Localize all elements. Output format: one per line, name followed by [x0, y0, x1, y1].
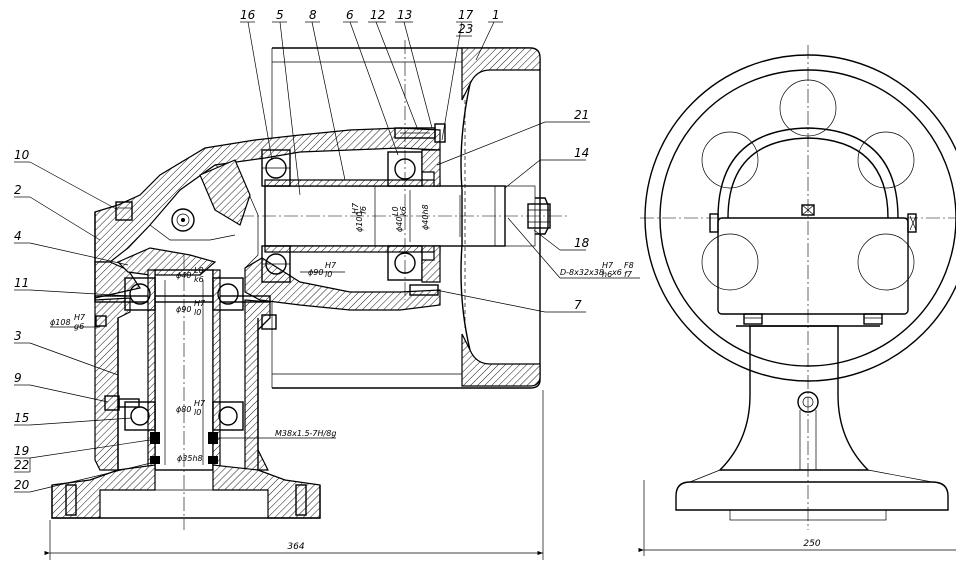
dim-364-text: 364 [287, 542, 304, 552]
fit-phi108: ϕ108 [50, 318, 71, 327]
fit-phi80-den: l0 [194, 408, 201, 417]
callout-9: 9 [14, 371, 22, 385]
callout-23: 23 [458, 22, 473, 36]
bearing-15 [124, 401, 244, 431]
seal-19 [150, 432, 218, 464]
callout-2: 2 [14, 183, 22, 197]
base-flange [51, 464, 321, 519]
fit-phi35h8: ϕ35h8 [177, 454, 203, 463]
callout-10: 10 [14, 148, 30, 162]
fit-phi100-num: H7 [351, 202, 360, 214]
side-view: 250 [638, 45, 956, 556]
housing-upper [94, 127, 441, 311]
fit-phi90a: ϕ90 [176, 305, 191, 314]
callout-22: 22 [14, 458, 29, 472]
callout-5: 5 [276, 8, 284, 22]
fit-phi80-num: H7 [194, 399, 206, 408]
callout-21: 21 [574, 108, 589, 122]
callout-numbers: 16 5 8 6 12 13 17 23 1 21 14 18 7 10 2 4… [14, 8, 590, 492]
plug-10 [115, 201, 133, 221]
bearing-11 [124, 277, 244, 311]
leaders [14, 21, 590, 493]
callout-14: 14 [574, 146, 589, 160]
fit-phi40-num: L0 [194, 266, 204, 275]
callout-19: 19 [14, 444, 29, 458]
fit-phi108-den: g6 [74, 322, 84, 331]
fit-phi90a-den: l0 [194, 308, 201, 317]
callout-11: 11 [14, 276, 29, 290]
fit-phi100-den: f6 [359, 206, 368, 214]
fit-phi108-num: H7 [74, 313, 86, 322]
callout-20: 20 [14, 478, 30, 492]
dim-250: 250 [638, 480, 956, 556]
thread-label: M38x1.5-7H/8g [275, 429, 336, 438]
fit-phi90a-num: H7 [194, 299, 206, 308]
fit-phi90b-num: H7 [325, 261, 337, 270]
callout-6: 6 [346, 8, 354, 22]
fit-labels: ϕ108 H7 g6 ϕ40 L0 k6 ϕ90 H7 l0 ϕ80 H7 l0… [50, 202, 640, 463]
fit-phi90b: ϕ90 [308, 268, 323, 277]
callout-17: 17 [458, 8, 474, 22]
fit-phi40k6: ϕ40 [395, 217, 404, 232]
side-base [675, 481, 949, 511]
callout-13: 13 [397, 8, 412, 22]
bolt-side [95, 314, 277, 330]
callout-12: 12 [370, 8, 385, 22]
bevel-gear-4 [116, 159, 251, 276]
spline-den1: h6 [602, 270, 612, 279]
spline-num1: H7 [602, 261, 614, 270]
spline-mid: x6 [611, 268, 622, 277]
callout-8: 8 [309, 8, 317, 22]
callout-4: 4 [14, 229, 22, 243]
fit-phi100: ϕ100 [355, 211, 364, 232]
side-housing-block [717, 217, 909, 315]
callout-3: 3 [14, 329, 22, 343]
callout-1: 1 [492, 8, 500, 22]
spline-label: D-8x32x38 [560, 268, 604, 277]
callout-7: 7 [574, 298, 582, 312]
vertical-housing-3 [94, 295, 271, 471]
bolt-12-13 [394, 123, 446, 296]
fit-phi40k6-den: k6 [399, 206, 408, 216]
side-pedestal [718, 325, 870, 471]
seal-21 [421, 149, 441, 283]
bolt-9 [104, 395, 140, 411]
dim-364: 364 [44, 390, 544, 560]
fit-phi80: ϕ80 [176, 405, 191, 414]
spline-den2: f7 [624, 270, 633, 279]
spline-num2: F8 [624, 261, 634, 270]
fit-phi40h8: ϕ40h8 [421, 204, 430, 230]
fit-phi40-den: k6 [194, 275, 204, 284]
fit-phi90b-den: l0 [325, 270, 332, 279]
bearing-16b [261, 245, 291, 283]
dim-250-text: 250 [803, 539, 820, 549]
callout-18: 18 [574, 236, 590, 250]
drum-outline [271, 47, 541, 389]
fit-phi40: ϕ40 [176, 271, 191, 280]
callout-16: 16 [240, 8, 256, 22]
bearing-16 [261, 149, 291, 187]
callout-15: 15 [14, 411, 29, 425]
section-view: 364 ϕ108 H7 g6 ϕ40 L0 k6 ϕ90 H7 l0 ϕ80 H… [14, 8, 640, 560]
fit-phi40k6-num: L0 [391, 206, 400, 216]
